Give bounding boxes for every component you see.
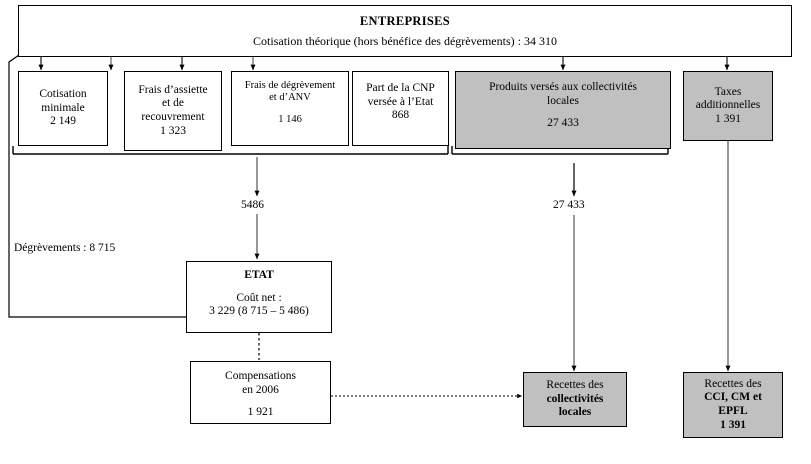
box-entreprises: ENTREPRISES Cotisation théorique (hors b… bbox=[18, 5, 792, 57]
box-taxes-additionnelles: Taxes additionnelles 1 391 bbox=[683, 71, 773, 141]
box-line: additionnelles bbox=[695, 99, 761, 112]
box-value: 868 bbox=[391, 109, 410, 122]
box-line: minimale bbox=[41, 101, 85, 114]
box-frais-assiette-recouvrement: Frais d’assiette et de recouvrement 1 32… bbox=[124, 71, 222, 151]
box-line: recouvrement bbox=[141, 111, 205, 123]
box-line: en 2006 bbox=[242, 383, 279, 396]
box-value: 2 149 bbox=[50, 115, 76, 128]
box-etat: ETAT Coût net : 3 229 (8 715 – 5 486) bbox=[186, 261, 332, 333]
box-value: 1 921 bbox=[247, 406, 274, 419]
box-line: Frais de dégrèvement bbox=[244, 80, 336, 91]
box-line: EPFL bbox=[718, 405, 748, 417]
box-value: 1 146 bbox=[278, 113, 302, 125]
box-part-cnp-etat: Part de la CNP versée à l’Etat 868 bbox=[352, 71, 449, 146]
box-line: locales bbox=[558, 406, 592, 419]
box-line: et d’ANV bbox=[269, 92, 311, 104]
box-line: Cotisation bbox=[39, 88, 87, 101]
bracket-etat-group bbox=[12, 146, 449, 155]
box-frais-degrevement-anv: Frais de dégrèvement et d’ANV 1 146 bbox=[231, 71, 349, 146]
box-line: Compensations bbox=[225, 370, 296, 382]
box-value: 3 229 (8 715 – 5 486) bbox=[209, 305, 309, 318]
box-line: Recettes des bbox=[546, 379, 604, 392]
box-recettes-cci-cm-epfl: Recettes des CCI, CM et EPFL 1 391 bbox=[683, 372, 783, 438]
box-line: et de bbox=[161, 97, 185, 110]
box-value: 1 391 bbox=[715, 112, 741, 125]
box-compensations: Compensations en 2006 1 921 bbox=[190, 361, 331, 424]
box-line: Coût net : bbox=[236, 291, 282, 304]
box-line: Frais d’assiette bbox=[138, 83, 208, 96]
box-value: 27 433 bbox=[547, 117, 579, 130]
box-line: locales bbox=[547, 94, 579, 107]
label-flow-5486: 5486 bbox=[239, 199, 266, 211]
label-degrevements: Dégrèvements : 8 715 bbox=[14, 242, 116, 254]
box-line: Taxes bbox=[714, 85, 742, 98]
box-line: Produits versés aux collectivités bbox=[489, 81, 637, 93]
box-value: 1 323 bbox=[160, 124, 186, 137]
box-line: CCI, CM et bbox=[704, 391, 762, 404]
box-line: collectivités bbox=[546, 392, 604, 405]
label-flow-27433: 27 433 bbox=[551, 199, 587, 211]
box-line: Part de la CNP bbox=[366, 82, 435, 94]
entreprises-title: ENTREPRISES bbox=[359, 14, 451, 29]
entreprises-subtitle: Cotisation théorique (hors bénéfice des … bbox=[253, 33, 557, 48]
box-recettes-collectivites-locales: Recettes des collectivités locales bbox=[523, 372, 627, 427]
etat-title: ETAT bbox=[244, 269, 274, 281]
box-line: Recettes des bbox=[704, 377, 762, 390]
box-cotisation-minimale: Cotisation minimale 2 149 bbox=[18, 71, 108, 146]
box-line: versée à l’Etat bbox=[367, 95, 434, 108]
box-value: 1 391 bbox=[720, 418, 746, 431]
box-produits-collectivites-locales: Produits versés aux collectivités locale… bbox=[455, 71, 671, 149]
